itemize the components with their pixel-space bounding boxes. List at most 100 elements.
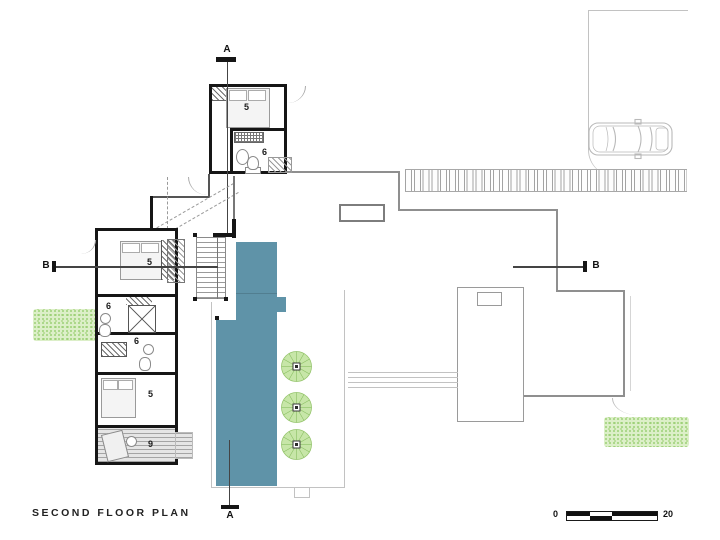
skylight [339, 204, 385, 222]
toilet [247, 156, 259, 170]
scale-segment [589, 516, 612, 520]
room-label: 5 [146, 257, 153, 267]
column-dot [224, 233, 228, 237]
step-line [348, 387, 458, 388]
room-label: 6 [261, 147, 268, 157]
section-line-a [229, 440, 231, 505]
closet-hatch [212, 87, 228, 101]
scale-segment [612, 512, 657, 516]
room-label: 9 [147, 439, 154, 449]
roof-edge-line [556, 290, 625, 292]
wall-segment [98, 425, 175, 428]
sink [143, 344, 154, 355]
roof-edge-line [285, 171, 400, 173]
section-marker-bar [216, 57, 236, 62]
vanity-hatch [101, 342, 127, 357]
terrace-edge-line [211, 487, 345, 488]
column-dot [224, 297, 228, 301]
roof-edge-line [398, 171, 400, 211]
wall-segment [230, 128, 287, 131]
scale-segment [589, 512, 612, 516]
staircase [196, 237, 226, 299]
wall-segment [213, 233, 234, 237]
corridor-wall [150, 196, 210, 198]
column-dot [215, 316, 219, 320]
section-line-b [513, 266, 583, 268]
room-label: 5 [147, 389, 154, 399]
pillow [248, 90, 266, 101]
scale-segment [567, 512, 590, 516]
scale-segment [612, 516, 657, 520]
toilet [139, 357, 151, 371]
side-table [126, 436, 137, 447]
roof-edge-line [556, 209, 558, 292]
step-line [348, 382, 458, 383]
drawing-title: SECOND FLOOR PLAN [32, 507, 191, 519]
grass-patch [604, 417, 689, 447]
corridor-wall [208, 174, 210, 197]
tree-icon [281, 351, 312, 382]
path-curve-line [612, 398, 637, 415]
tree-icon [281, 429, 312, 460]
vanity-counter [234, 132, 264, 143]
terrace-edge-line [344, 290, 345, 488]
section-marker-bar [52, 261, 56, 272]
sink [100, 313, 111, 324]
grass-patch [33, 309, 101, 341]
pillow [122, 243, 140, 253]
swimming-pool-step [277, 297, 286, 312]
counter-hatch [126, 297, 152, 305]
terrace-step [294, 487, 310, 498]
overhang-dashed-line [152, 183, 234, 231]
door-swing-arc [81, 240, 96, 254]
right-wing-roof [457, 287, 524, 422]
scale-segment [567, 516, 590, 520]
pillow [103, 380, 118, 390]
scale-bar-row [567, 512, 657, 516]
paver-strip [405, 169, 687, 192]
vent-box [268, 157, 292, 173]
door-swing-arc [288, 86, 306, 103]
roof-edge-line [520, 395, 625, 397]
wall-segment [98, 372, 175, 375]
overhang-dashed-line [167, 177, 168, 229]
scale-bar-row [567, 516, 657, 520]
toilet [99, 324, 111, 337]
stair-rail-line [217, 237, 218, 299]
step-line [348, 377, 458, 378]
tree-icon [281, 392, 312, 423]
pillow [141, 243, 159, 253]
shelf-unit [167, 239, 185, 283]
room-label: 6 [133, 336, 140, 346]
site-boundary-line [588, 10, 589, 150]
room-label: 5 [243, 102, 250, 112]
corridor-wall [150, 196, 153, 230]
section-marker-a-bottom: A [226, 510, 234, 521]
shaft-x-box [128, 305, 156, 333]
section-marker-bar [221, 505, 239, 509]
section-marker-bar [583, 261, 587, 272]
door-swing-arc [188, 177, 207, 195]
wall-segment [98, 294, 175, 297]
skylight [477, 292, 502, 306]
step-line [348, 372, 458, 373]
roof-edge-line [630, 296, 631, 391]
column-dot [193, 297, 197, 301]
site-boundary-line [588, 10, 688, 11]
room-label: 6 [105, 301, 112, 311]
wall-segment [232, 219, 236, 238]
wall-segment [230, 128, 233, 174]
pillow [118, 380, 133, 390]
pillow [229, 90, 247, 101]
deck-extension [175, 432, 193, 459]
column-dot [193, 233, 197, 237]
wall-segment [98, 332, 175, 335]
scale-end-label: 20 [663, 509, 674, 519]
pool-lane-line [236, 293, 277, 294]
swimming-pool [236, 242, 277, 320]
terrace-edge-line [211, 302, 212, 488]
car-icon [588, 118, 673, 160]
roof-edge-line [623, 290, 625, 397]
section-marker-b-right: B [592, 260, 600, 271]
